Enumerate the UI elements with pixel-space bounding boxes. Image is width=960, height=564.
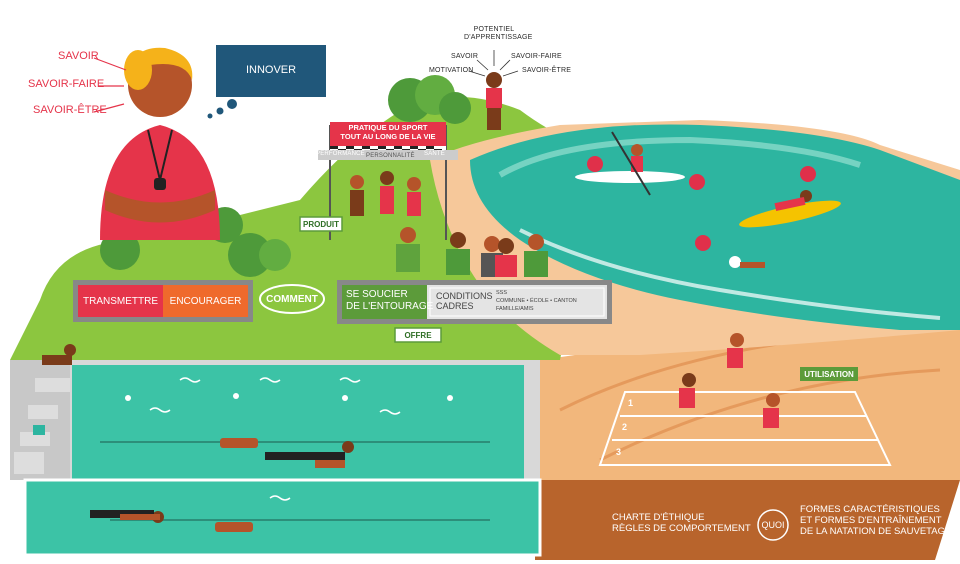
produit-label: PRODUIT bbox=[303, 220, 339, 229]
values-strip bbox=[318, 150, 458, 160]
offre-label: OFFRE bbox=[404, 331, 432, 340]
quoi-circle bbox=[757, 509, 789, 541]
innover-bubble bbox=[216, 45, 326, 97]
label-motivation: MOTIVATION bbox=[429, 67, 474, 74]
pool-swimmer bbox=[90, 510, 164, 523]
condition-item: SSS bbox=[496, 290, 508, 296]
lane-number: 3 bbox=[616, 447, 622, 457]
encourager-panel bbox=[163, 285, 248, 317]
label-savoir-faire: SAVOIR-FAIRE bbox=[28, 78, 105, 90]
track-runner bbox=[679, 373, 696, 408]
running-track bbox=[598, 391, 892, 466]
quoi-label: QUOI bbox=[761, 520, 785, 530]
label-potentiel: POTENTIEL D'APPRENTISSAGE bbox=[464, 26, 533, 42]
rescue-board bbox=[739, 200, 841, 228]
charte-label: CHARTE D'ÉTHIQUE RÈGLES DE COMPORTEMENT bbox=[612, 512, 751, 534]
track-runner bbox=[727, 333, 744, 368]
learner-figure bbox=[486, 72, 502, 130]
buoy bbox=[800, 166, 816, 182]
pool-swimmer bbox=[265, 441, 354, 468]
finish-banner-title: PRATIQUE DU SPORT TOUT AU LONG DE LA VIE bbox=[340, 123, 436, 141]
encourager-label: ENCOURAGER bbox=[169, 296, 242, 307]
soucier-label: SE SOUCIER DE L'ENTOURAGE bbox=[346, 289, 434, 312]
soucier-panel bbox=[342, 285, 427, 319]
label-kid-savoir: SAVOIR bbox=[451, 53, 479, 60]
transmettre-panel bbox=[78, 285, 163, 317]
conditions-label: CONDITIONS CADRES bbox=[436, 291, 493, 312]
label-savoir: SAVOIR bbox=[58, 50, 99, 62]
teacher-figure bbox=[100, 47, 220, 240]
buoy bbox=[695, 235, 711, 251]
label-performance: PERFORMANCE bbox=[316, 151, 365, 157]
label-kid-savoir-etre: SAVOIR-ÊTRE bbox=[522, 67, 572, 74]
comment-ellipse bbox=[259, 284, 325, 314]
utilisation-label: UTILISATION bbox=[804, 370, 854, 379]
supporters-crowd bbox=[396, 227, 548, 277]
sea-swimmer bbox=[729, 256, 741, 268]
produit-sign bbox=[299, 216, 343, 232]
finish-banner bbox=[330, 122, 446, 146]
buoy bbox=[689, 174, 705, 190]
label-personnalite: PERSONNALITÉ bbox=[366, 153, 415, 159]
label-savoir-etre: SAVOIR-ÊTRE bbox=[33, 104, 107, 116]
track-runner bbox=[763, 393, 780, 428]
lane-number: 1 bbox=[628, 398, 634, 408]
rescue-manikin bbox=[215, 522, 253, 532]
finish-runners bbox=[350, 171, 421, 216]
kayak bbox=[575, 171, 685, 183]
rescue-manikin bbox=[220, 438, 258, 448]
comment-label: COMMENT bbox=[266, 294, 318, 305]
earth-block bbox=[535, 480, 960, 560]
starting-blocks bbox=[14, 378, 70, 474]
condition-item: COMMUNE • ÉCOLE • CANTON bbox=[496, 298, 577, 304]
buoy bbox=[587, 156, 603, 172]
utilisation-sign bbox=[800, 367, 858, 381]
label-kid-savoir-faire: SAVOIR-FAIRE bbox=[511, 53, 562, 60]
formes-label: FORMES CARACTÉRISTIQUES ET FORMES D'ENTR… bbox=[800, 504, 952, 537]
innover-label: INNOVER bbox=[245, 64, 297, 76]
transmettre-label: TRANSMETTRE bbox=[83, 296, 158, 307]
diver-figure bbox=[42, 344, 76, 365]
offre-sign bbox=[394, 327, 442, 343]
condition-item: FAMILLE/AMIS bbox=[496, 306, 534, 312]
fins bbox=[33, 425, 45, 435]
conditions-panel bbox=[427, 285, 607, 319]
lane-number: 2 bbox=[622, 422, 628, 432]
label-sante: SANTÉ bbox=[424, 151, 446, 157]
